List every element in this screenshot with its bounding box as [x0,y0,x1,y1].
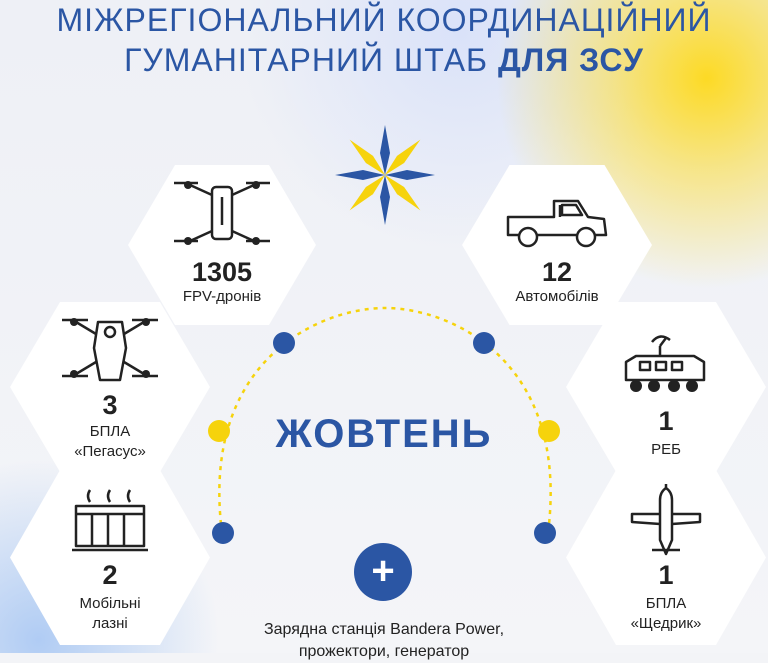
pegasus-drone-icon [62,318,158,382]
plus-icon: + [354,543,412,601]
star-logo-icon [335,125,435,225]
ew-count: 1 [658,406,674,436]
pickup-truck-icon [506,199,608,248]
pegasus-label-2: «Пегасус» [74,443,146,460]
shchedryk-label-2: «Щедрик» [630,615,702,632]
mobile-baths-count: 2 [102,560,118,590]
pegasus-label-1: БПЛА [89,423,131,440]
shchedryk-label-1: БПЛА [645,595,687,612]
mobile-baths-label-2: лазні [92,615,128,632]
page-title-highlight: ДЛЯ ЗСУ [497,42,644,78]
timeline-arc [208,306,560,544]
pegasus-count: 3 [102,390,118,420]
extra-items-text: Зарядна станція Bandera Power, прожектор… [200,619,568,663]
page-title-line-1: МІЖРЕГІОНАЛЬНИЙ КООРДИНАЦІЙНИЙ [56,2,712,38]
mobile-baths-label-1: Мобільні [79,595,141,612]
ew-label: РЕБ [651,441,681,458]
extra-items-line-1: Зарядна станція Bandera Power, [263,621,505,638]
extra-items-line-2: прожектори, генератор [298,643,470,660]
page-title-line-2: ГУМАНІТАРНИЙ ШТАБ ДЛЯ ЗСУ [124,42,644,78]
card-pegasus: 3 БПЛА «Пегасус» [10,302,210,472]
fpv-drones-label: FPV-дронів [182,288,262,305]
cars-count: 12 [541,257,573,287]
month-label: ЖОВТЕНЬ [275,412,493,456]
cars-label: Автомобілів [515,288,599,305]
shchedryk-count: 1 [658,560,674,590]
fpv-drone-icon [174,181,270,245]
mobile-bath-icon [72,489,148,552]
fpv-drones-count: 1305 [191,257,253,287]
ew-vehicle-icon [624,335,706,392]
shchedryk-plane-icon [630,484,702,556]
